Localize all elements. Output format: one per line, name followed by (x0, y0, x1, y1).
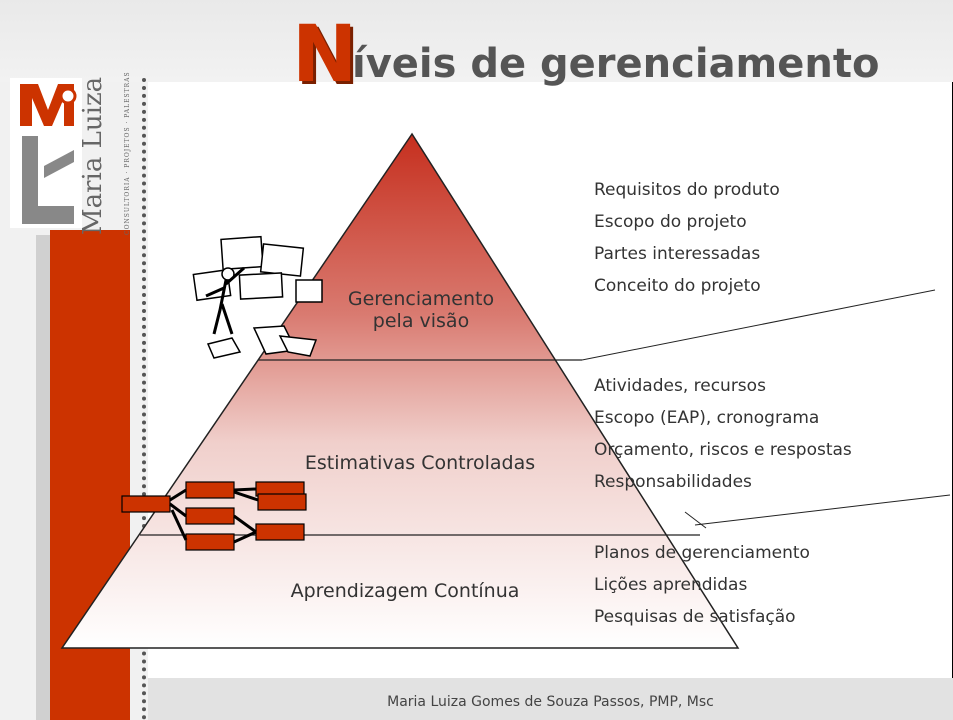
level-1-label-line1: Gerenciamento (347, 288, 495, 310)
list-item: Planos de gerenciamento (594, 543, 810, 563)
title-band (0, 0, 953, 82)
connector-line-1 (581, 289, 936, 361)
list-item: Escopo (EAP), cronograma (594, 408, 820, 428)
level-3-label: Aprendizagem Contínua (290, 580, 520, 602)
list-item: Atividades, recursos (594, 376, 766, 396)
flow-diagram-icon (121, 481, 307, 551)
level-2-label: Estimativas Controladas (304, 452, 536, 474)
level-2-items: Atividades, recursos Escopo (EAP), crono… (594, 370, 852, 498)
dotted-divider (142, 78, 146, 720)
footer-band (148, 678, 953, 720)
list-item: Pesquisas de satisfação (594, 607, 796, 627)
title-initial: N (292, 10, 358, 100)
list-item: Responsabilidades (594, 472, 752, 492)
list-item: Partes interessadas (594, 244, 761, 264)
logo-monogram-icon (10, 78, 82, 228)
footer-author: Maria Luiza Gomes de Souza Passos, PMP, … (387, 694, 714, 710)
level-3-items: Planos de gerenciamento Lições aprendida… (594, 537, 810, 633)
page-title: íveis de gerenciamento (352, 41, 880, 87)
level-1-label-line2: pela visão (372, 310, 470, 332)
list-item: Conceito do projeto (594, 276, 761, 296)
list-item: Escopo do projeto (594, 212, 747, 232)
planning-person-icon (192, 235, 323, 359)
list-item: Requisitos do produto (594, 180, 780, 200)
level-1-items: Requisitos do produto Escopo do projeto … (594, 174, 780, 302)
level-1-label: Gerenciamento pela visão (306, 288, 536, 332)
connector-line-2 (694, 494, 951, 526)
left-gray-bar (36, 235, 50, 720)
list-item: Lições aprendidas (594, 575, 748, 595)
logo (8, 66, 148, 238)
list-item: Orçamento, riscos e respostas (594, 440, 852, 460)
